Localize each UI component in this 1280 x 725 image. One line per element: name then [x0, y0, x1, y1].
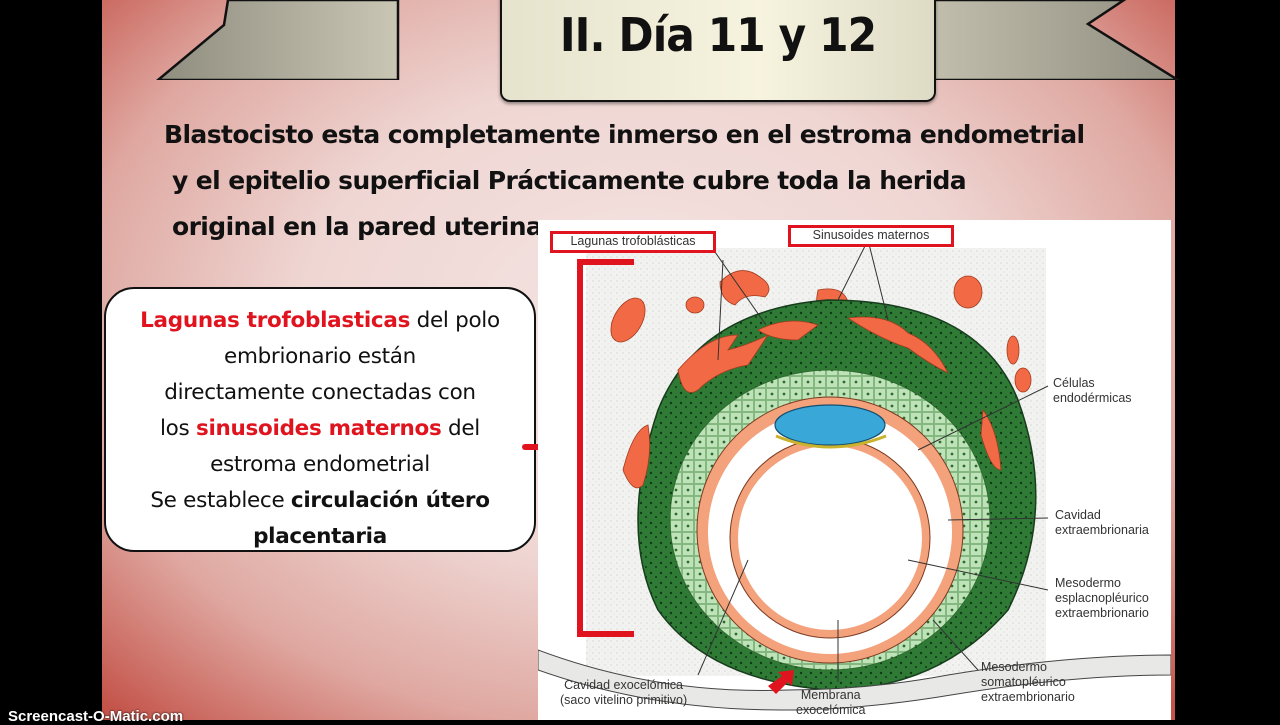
- callout-line-5: estroma endometrial: [210, 452, 430, 477]
- label-mesodermo-somatopleurico: Mesodermo somatopléurico extraembrionari…: [981, 660, 1075, 705]
- red-arrow-icon: [768, 670, 794, 694]
- label-line: exocelómica: [796, 703, 866, 717]
- label-membrana-exocelomica: Membrana exocelómica: [796, 688, 865, 718]
- callout-text: los: [160, 416, 196, 441]
- label-line: Células: [1053, 376, 1095, 390]
- blastocyst-diagram: Lagunas trofoblásticas Sinusoides matern…: [538, 220, 1171, 720]
- label-cavidad-extraembrionaria: Cavidad extraembrionaria: [1055, 508, 1149, 538]
- label-sinusoides-maternos: Sinusoides maternos: [788, 225, 954, 247]
- title-box: II. Día 11 y 12: [500, 0, 936, 102]
- banner-ribbon-right: [892, 0, 1181, 80]
- callout-line-3: directamente conectadas con: [164, 380, 476, 405]
- callout-text: Se establece: [150, 488, 291, 513]
- red-bracket: [577, 259, 634, 637]
- callout-text: del: [441, 416, 480, 441]
- label-line: extraembrionario: [981, 690, 1075, 704]
- callout-text: del polo: [410, 308, 501, 333]
- label-line: (saco vitelino primitivo): [560, 693, 688, 707]
- intro-line-2: y el epitelio superficial Prácticamente …: [172, 166, 967, 195]
- label-line: Mesodermo: [981, 660, 1047, 674]
- label-mesodermo-esplacnopleurico: Mesodermo esplacnopléurico extraembriona…: [1055, 576, 1149, 621]
- label-line: Cavidad: [1055, 508, 1101, 522]
- blastocyst-illustration: [538, 239, 1171, 711]
- label-line: extraembrionaria: [1055, 523, 1149, 537]
- label-line: somatopléurico: [981, 675, 1066, 689]
- label-lagunas-trofoblasticas: Lagunas trofoblásticas: [550, 231, 716, 253]
- callout-line-7: placentaria: [253, 524, 387, 549]
- label-cavidad-exocelomica: Cavidad exocelómica (saco vitelino primi…: [560, 678, 687, 708]
- label-line: esplacnopléurico: [1055, 591, 1149, 605]
- label-line: Cavidad exocelómica: [564, 678, 683, 692]
- watermark: Screencast-O-Matic.com: [8, 708, 184, 725]
- highlight-circulacion: circulación útero: [290, 488, 490, 513]
- label-line: Membrana: [800, 688, 861, 702]
- highlight-sinusoides: sinusoides maternos: [195, 416, 442, 441]
- label-line: extraembrionario: [1055, 606, 1149, 620]
- slide-title: II. Día 11 y 12: [559, 8, 877, 62]
- banner-ribbon-left: [156, 0, 400, 80]
- label-celulas-endodermicas: Células endodérmicas: [1053, 376, 1132, 406]
- intro-text: Blastocisto esta completamente inmerso e…: [164, 112, 1174, 250]
- label-line: Mesodermo: [1055, 576, 1121, 590]
- intro-line-3: original en la pared uterina: [172, 212, 543, 241]
- callout-box: Lagunas trofoblasticas del polo embriona…: [104, 287, 536, 552]
- intro-line-1: Blastocisto esta completamente inmerso e…: [164, 120, 1085, 149]
- label-line: endodérmicas: [1053, 391, 1132, 405]
- callout-line-2: embrionario están: [224, 344, 416, 369]
- highlight-lagunas: Lagunas trofoblasticas: [140, 308, 411, 333]
